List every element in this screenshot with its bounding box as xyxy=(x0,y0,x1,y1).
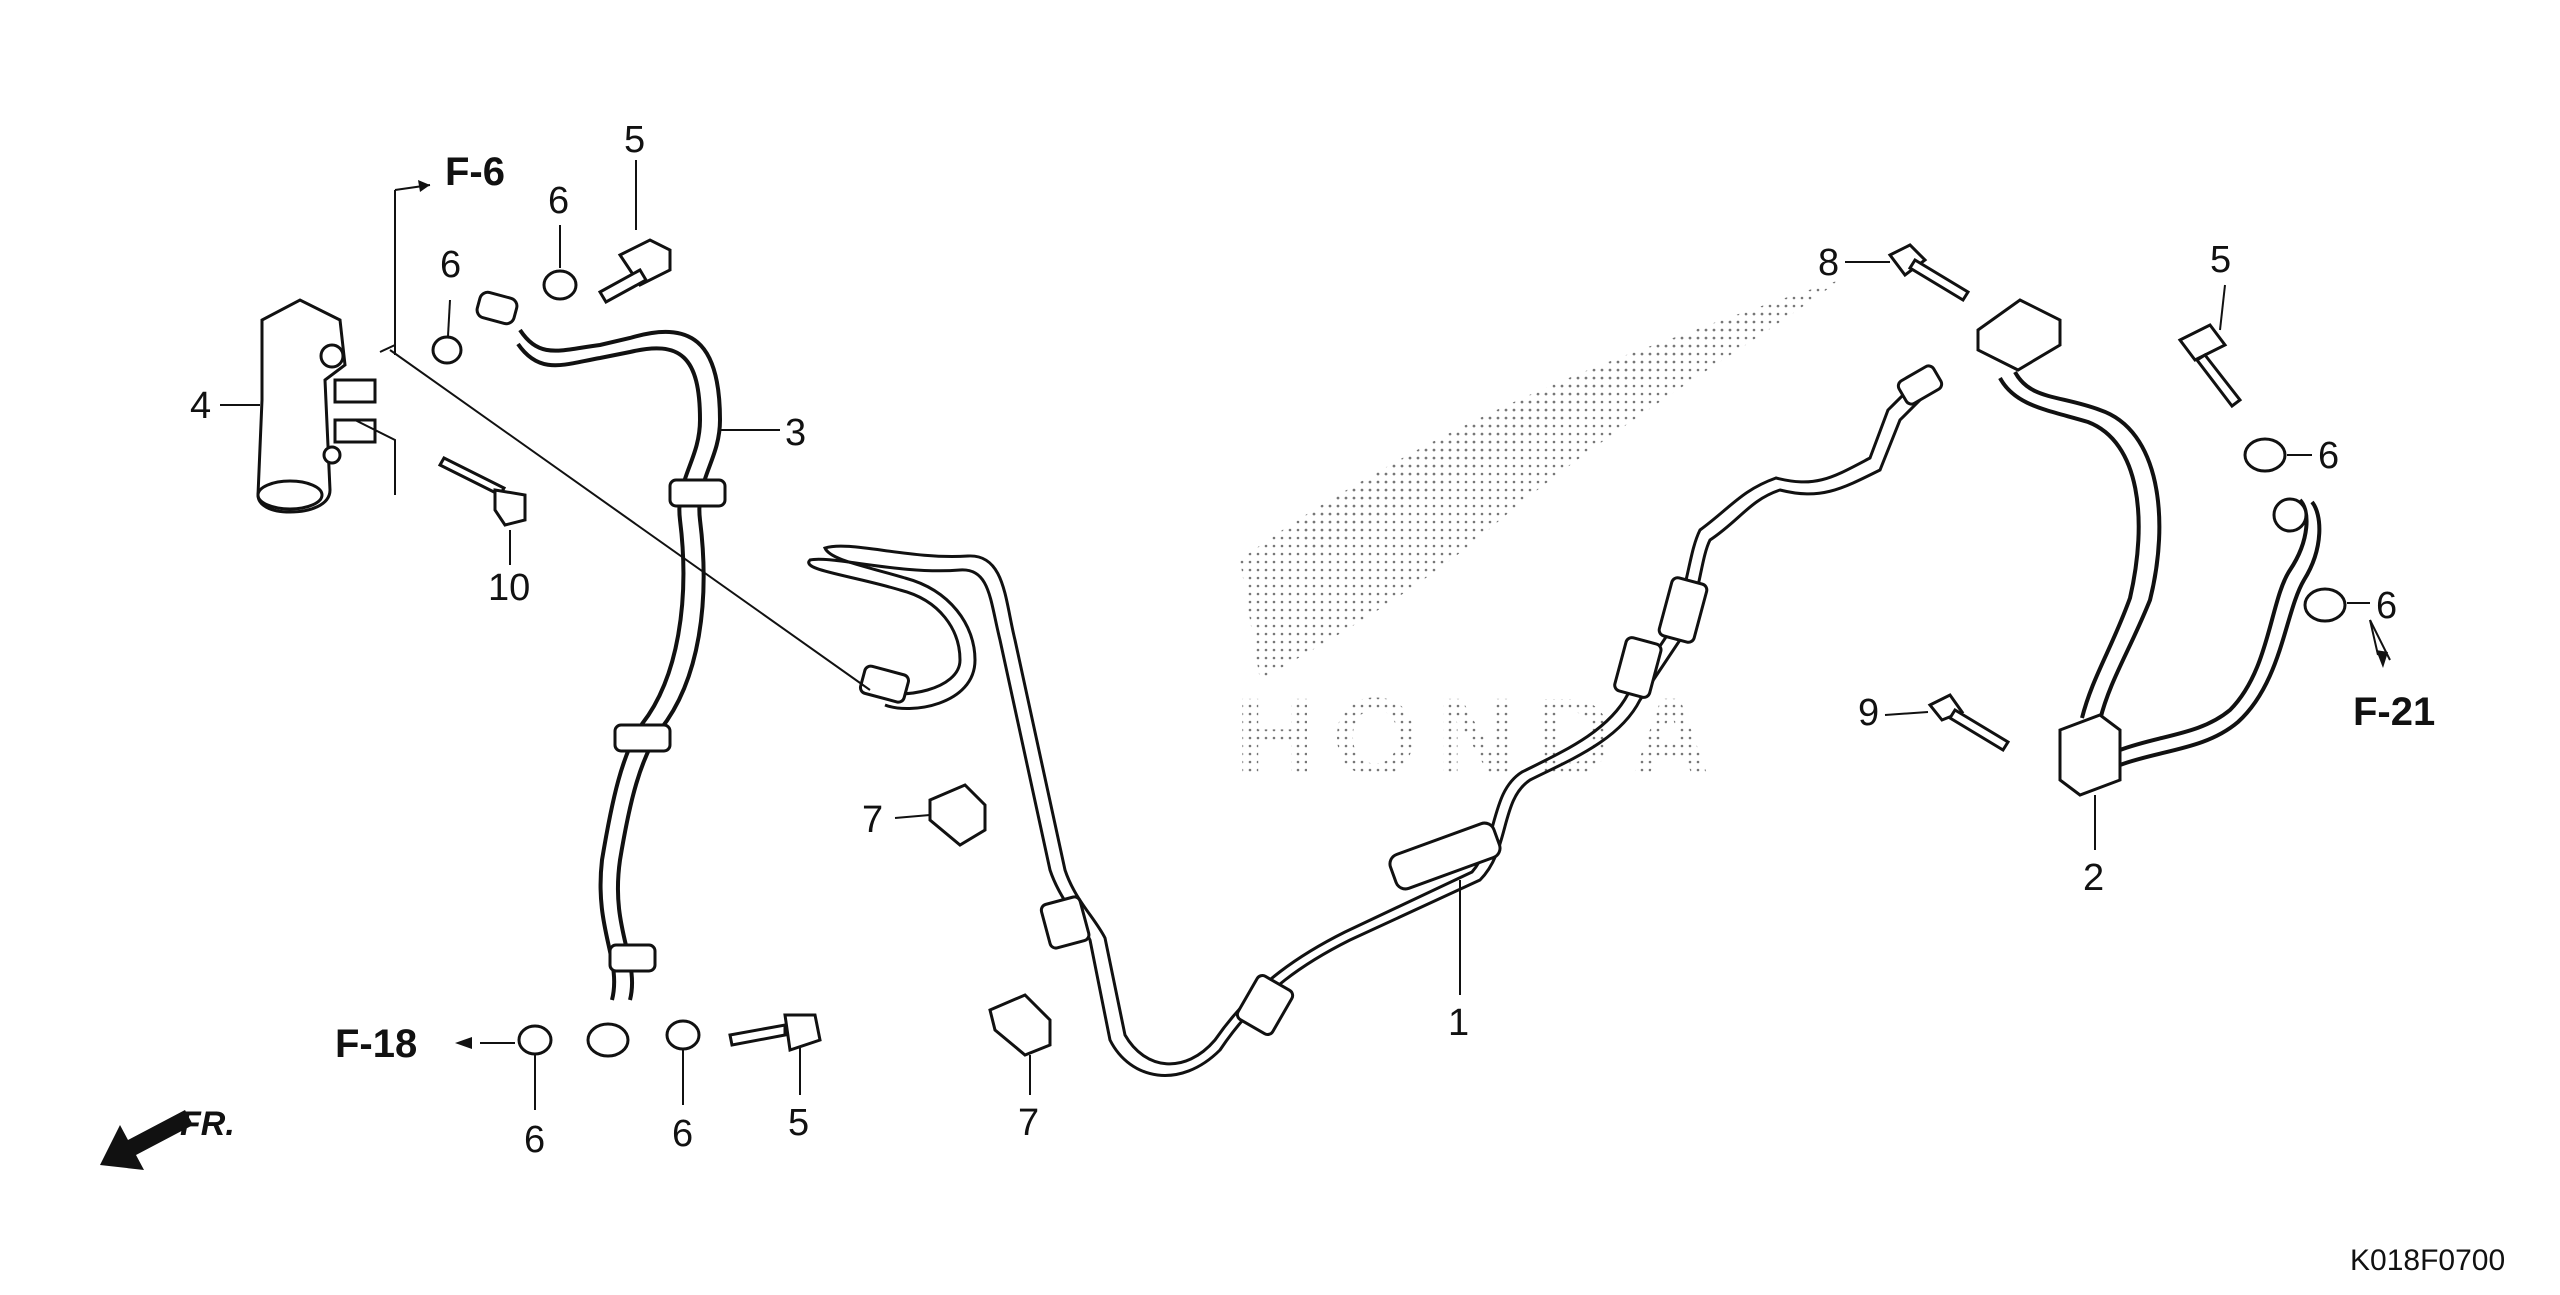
washer-6e[interactable] xyxy=(2243,437,2287,473)
leader-lines xyxy=(220,160,2391,1110)
washer-6f[interactable] xyxy=(2303,587,2347,623)
ref-f6[interactable]: F-6 xyxy=(445,150,505,194)
callout-8: 8 xyxy=(1818,242,1839,284)
arrow-f18 xyxy=(455,1037,472,1049)
callout-6-bottom-mid: 6 xyxy=(672,1113,693,1155)
front-brake-hose-upper[interactable] xyxy=(475,290,727,1058)
master-cylinder-joint[interactable] xyxy=(256,298,396,514)
callout-2: 2 xyxy=(2083,857,2104,899)
bolt-8[interactable] xyxy=(1887,243,1971,303)
callout-9: 9 xyxy=(1858,692,1879,734)
arrow-f6 xyxy=(418,180,430,192)
bolt-5-top[interactable] xyxy=(597,238,672,305)
clip-7a[interactable] xyxy=(928,783,987,847)
washer-6b[interactable] xyxy=(431,335,463,365)
bolt-5-bottom[interactable] xyxy=(728,1013,822,1052)
callout-3: 3 xyxy=(785,412,806,454)
front-direction-arrow: FR. xyxy=(100,1105,235,1170)
callout-7-upper: 7 xyxy=(862,799,883,841)
callout-6-right-lower: 6 xyxy=(2376,585,2397,627)
callout-1: 1 xyxy=(1448,1002,1469,1044)
washer-6d[interactable] xyxy=(665,1019,701,1051)
ref-f21[interactable]: F-21 xyxy=(2353,690,2435,734)
callout-5-top: 5 xyxy=(624,119,645,161)
front-direction-label: FR. xyxy=(180,1105,235,1143)
arrow-f21 xyxy=(2376,650,2388,668)
honda-watermark-text: HONDA xyxy=(1235,676,1728,799)
callout-5-right: 5 xyxy=(2210,239,2231,281)
callout-5-bottom: 5 xyxy=(788,1102,809,1144)
bolt-10[interactable] xyxy=(437,456,527,527)
callout-6-left: 6 xyxy=(440,244,461,286)
callout-4: 4 xyxy=(190,385,211,427)
brake-hose-rear[interactable] xyxy=(1976,298,2322,797)
brake-pipe[interactable] xyxy=(807,364,1944,1077)
bolt-9[interactable] xyxy=(1927,693,2011,753)
callout-7-lower: 7 xyxy=(1018,1102,1039,1144)
clip-7b[interactable] xyxy=(988,993,1052,1057)
callout-6-right-upper: 6 xyxy=(2318,435,2339,477)
callout-10: 10 xyxy=(488,567,530,609)
washer-6a[interactable] xyxy=(542,269,578,301)
bolt-5-right[interactable] xyxy=(2177,323,2243,409)
honda-watermark: HONDA xyxy=(1235,280,1840,799)
ref-f18[interactable]: F-18 xyxy=(335,1022,417,1066)
washer-6c[interactable] xyxy=(517,1024,553,1056)
diagram-code: K018F0700 xyxy=(2350,1244,2505,1277)
callout-6-top: 6 xyxy=(548,180,569,222)
callout-6-bottom-left: 6 xyxy=(524,1119,545,1161)
